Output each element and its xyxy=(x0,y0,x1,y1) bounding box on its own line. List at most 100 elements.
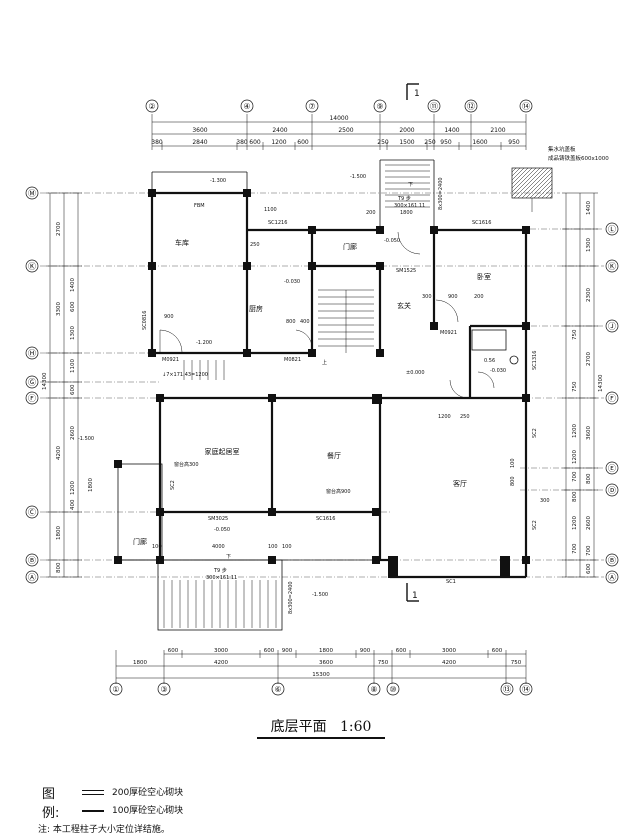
drain-grate xyxy=(511,167,553,212)
dim-bottom-1: 600 xyxy=(168,648,179,654)
level-tag: -0.050 xyxy=(384,238,400,244)
svg-text:Ⓗ: Ⓗ xyxy=(28,349,36,358)
dim-left: 1100 xyxy=(70,359,76,373)
dim-bottom-1: 600 xyxy=(264,648,275,654)
dimension-top-text: 14000 3600 2400 2500 2000 1400 2100 380 … xyxy=(151,115,520,146)
footnote: 注: 本工程柱子大小定位详结施。 xyxy=(38,825,170,835)
svg-text:Ⓒ: Ⓒ xyxy=(28,508,36,517)
axis-bottom-group: ① ③ ⑥ ⑧ ⑩ ⑬ ⑭ xyxy=(109,682,533,696)
dim-left: 600 xyxy=(70,301,76,312)
svg-text:300: 300 xyxy=(422,294,432,300)
svg-text:1200: 1200 xyxy=(438,414,451,420)
dim-bottom-1: 900 xyxy=(360,648,371,654)
level-tag: -0.050 xyxy=(214,527,230,533)
room-kitchen: 厨房 xyxy=(249,304,263,313)
axis-bubble-left-M: Ⓜ xyxy=(25,186,39,200)
axis-bubble-left-F: Ⓕ xyxy=(25,391,39,405)
tag-sc1: SC1 xyxy=(446,579,456,585)
dim-top-2: 950 xyxy=(508,139,520,146)
svg-text:⑦: ⑦ xyxy=(308,102,315,111)
svg-text:200: 200 xyxy=(474,294,484,300)
dim-bottom-1: 3000 xyxy=(442,648,456,654)
room-labels: 车库 门廊 卧室 厨房 玄关 家庭起居室 餐厅 客厅 门廊 xyxy=(133,238,491,546)
svg-text:⑫: ⑫ xyxy=(467,102,475,111)
tag-sc1316: SC1316 xyxy=(532,351,538,370)
svg-text:Ⓕ: Ⓕ xyxy=(608,394,616,403)
svg-text:800: 800 xyxy=(286,319,296,325)
stair-size: 300×161.11 xyxy=(206,575,237,581)
dimension-left-group xyxy=(46,192,82,578)
level-tag: -0.030 xyxy=(284,279,300,285)
axis-bubble-right-F: Ⓕ xyxy=(605,391,619,405)
stair-note: ↓7×171.43=1200 xyxy=(162,372,208,378)
legend-label: 200厚砼空心砌块 xyxy=(112,788,184,798)
dim-top-2: 250 xyxy=(377,139,389,146)
dim-bottom-2: 1800 xyxy=(133,660,147,666)
svg-text:200: 200 xyxy=(366,210,376,216)
tag-sc1616-b: SC1616 xyxy=(316,516,335,522)
columns xyxy=(114,189,530,578)
dim-left: 1200 xyxy=(70,481,76,495)
dim-bottom-1: 1800 xyxy=(319,648,333,654)
stair-notes: 下 T9 步 300×161.11 8x300=2400 上 下 T9 步 30… xyxy=(162,177,444,614)
dim-top-2: 250 xyxy=(424,139,436,146)
stair-dir: 上 xyxy=(322,359,327,366)
dim-top-2: 600 xyxy=(297,139,309,146)
section-mark-top: 1 xyxy=(406,83,420,100)
axis-bubble-right-D: Ⓓ xyxy=(605,483,619,497)
misc-dims: 1100 900 800 400 250 1800 900 200 200 30… xyxy=(152,207,550,550)
legend-item-200: 200厚砼空心砌块 xyxy=(82,785,183,798)
svg-text:900: 900 xyxy=(448,294,458,300)
dimension-top-group xyxy=(151,114,527,150)
tag-sill-300: 窗台高300 xyxy=(174,461,199,468)
svg-text:100: 100 xyxy=(282,544,292,550)
stair-side: 8x300=2400 xyxy=(438,177,444,210)
dim-right-total: 14300 xyxy=(598,374,604,392)
dim-right: 2600 xyxy=(586,516,592,530)
tags: FBM SC1216 SC1616 SM1525 M0921 M0921 M08… xyxy=(142,203,538,585)
legend-label: 100厚砼空心砌块 xyxy=(112,806,184,816)
room-living: 客厅 xyxy=(453,479,467,488)
dim-bottom-2: 750 xyxy=(378,660,389,666)
tag-m0921-a: M0921 xyxy=(162,357,179,363)
svg-text:Ⓐ: Ⓐ xyxy=(608,573,616,582)
dim-top-2: 950 xyxy=(440,139,452,146)
svg-text:100: 100 xyxy=(152,544,162,550)
dim-left: 1400 xyxy=(70,278,76,292)
dimension-left-text: 2700 1400 600 1300 3300 600 1100 2600 42… xyxy=(42,222,94,573)
dim-bottom-2: 4200 xyxy=(214,660,228,666)
svg-text:1800: 1800 xyxy=(400,210,413,216)
dim-bottom-1: 600 xyxy=(492,648,503,654)
dim-bottom-2: 3600 xyxy=(319,660,333,666)
level-tag: -1.500 xyxy=(350,174,366,180)
stair-size: 300×161.11 xyxy=(394,203,425,209)
dimension-right-group xyxy=(562,192,598,578)
svg-text:100: 100 xyxy=(510,458,516,468)
axis-bubble-right-J: Ⓙ xyxy=(605,319,619,333)
svg-text:Ⓜ: Ⓜ xyxy=(28,189,36,198)
dim-left: 2700 xyxy=(56,222,62,236)
room-porch: 门廊 xyxy=(133,537,147,546)
svg-text:Ⓖ: Ⓖ xyxy=(28,378,36,387)
svg-text:0.56: 0.56 xyxy=(484,358,495,364)
stair-treads xyxy=(163,164,430,628)
level-tag: -1.500 xyxy=(312,592,328,598)
dim-top-1: 2000 xyxy=(399,127,414,134)
legend-heading: 图例: xyxy=(42,787,60,821)
dim-top-1: 2400 xyxy=(272,127,287,134)
scale-text: 1:60 xyxy=(339,719,372,735)
svg-text:⑪: ⑪ xyxy=(430,102,438,111)
axis-bubble-top-12: ⑫ xyxy=(464,99,478,113)
stair-side: 8x300=2400 xyxy=(288,581,294,614)
stair-steps: T9 步 xyxy=(213,568,227,574)
room-foyer: 玄关 xyxy=(397,301,411,310)
tag-sm1525: SM1525 xyxy=(396,268,416,274)
axis-bubble-top-11: ⑪ xyxy=(427,99,441,113)
dim-right: 1200 xyxy=(572,450,578,464)
svg-text:⑩: ⑩ xyxy=(389,685,396,694)
level-tag: -1.500 xyxy=(78,436,94,442)
svg-text:⑨: ⑨ xyxy=(376,102,383,111)
svg-text:Ⓔ: Ⓔ xyxy=(608,464,616,473)
dim-left: 1800 xyxy=(88,478,94,492)
dim-right: 1300 xyxy=(586,238,592,252)
